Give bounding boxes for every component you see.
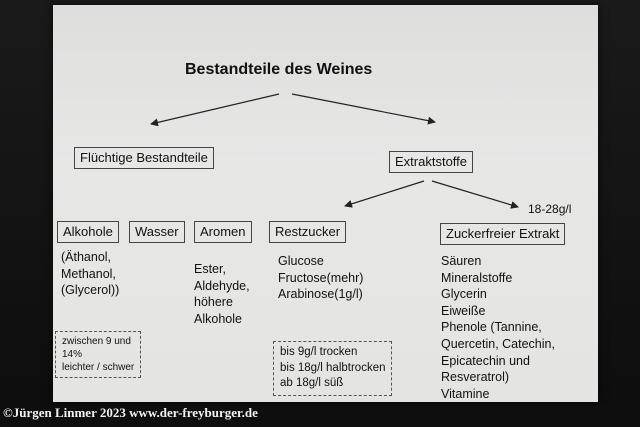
aromen-detail: Ester, Aldehyde, höhere Alkohole bbox=[194, 262, 250, 326]
extraktstoffe-box: Extraktstoffe bbox=[389, 151, 474, 173]
zuckerfreier-detail: Säuren Mineralstoffe Glycerin Eiweiße Ph… bbox=[441, 254, 555, 401]
photo-credit: ©Jürgen Linmer 2023 www.der-freyburger.d… bbox=[3, 405, 258, 420]
alkohol-range-note: zwischen 9 und 14% leichter / schwer bbox=[55, 331, 142, 378]
arrow-to-extraktstoffe bbox=[291, 93, 436, 125]
restzucker-detail: Glucose Fructose(mehr) Arabinose(1g/l) bbox=[278, 254, 364, 302]
diagram-title: Bestandteile des Weines bbox=[185, 61, 373, 78]
alkohole-box: Alkohole bbox=[57, 221, 119, 243]
restzucker-box: Restzucker bbox=[269, 221, 347, 243]
credit-bar bbox=[0, 406, 640, 427]
wasser-box: Wasser bbox=[129, 221, 185, 243]
zuckerfreier-extrakt-box: Zuckerfreier Extrakt bbox=[440, 223, 566, 245]
restzucker-classes-note: bis 9g/l trocken bis 18g/l halbtrocken a… bbox=[273, 341, 393, 396]
arrow-to-restzucker bbox=[344, 180, 425, 208]
extrakt-amount-label: 18-28g/l bbox=[528, 202, 572, 216]
arrow-to-fluechtige bbox=[150, 93, 280, 127]
alkohole-detail: (Äthanol, Methanol, (Glycerol)) bbox=[61, 250, 120, 298]
fluechtige-bestandteile-box: Flüchtige Bestandteile bbox=[74, 147, 214, 169]
aromen-box: Aromen bbox=[194, 221, 252, 243]
arrow-to-zuckerfreier bbox=[431, 180, 519, 209]
